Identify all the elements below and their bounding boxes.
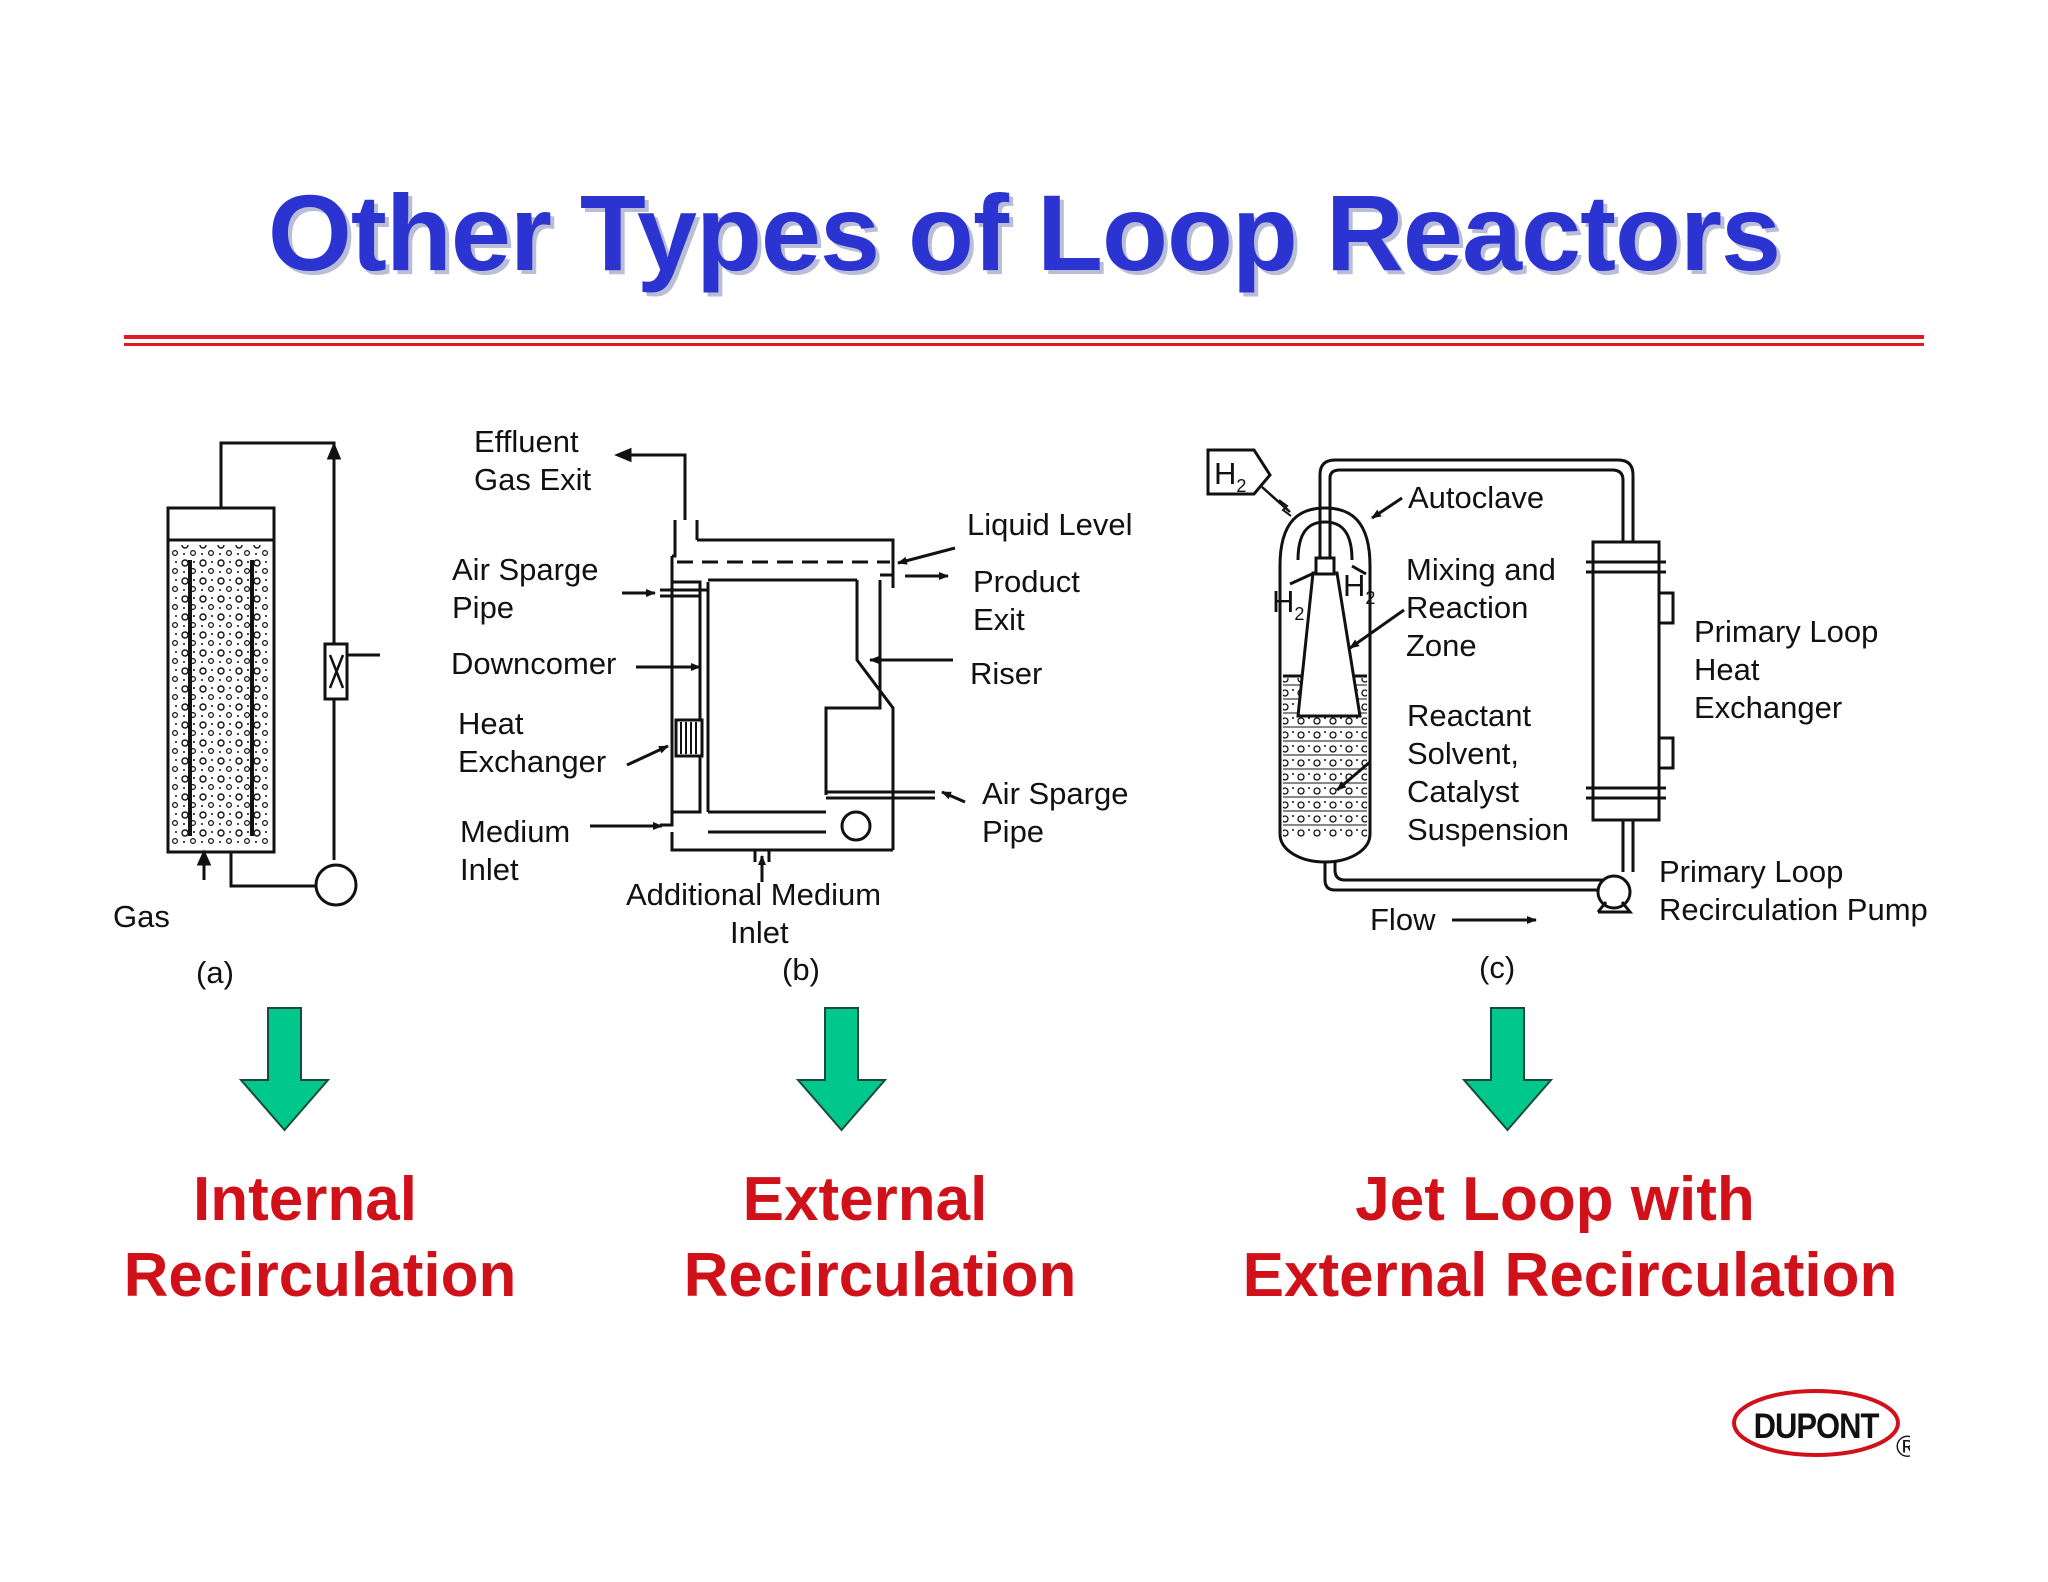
dupont-logo: DUPONT ® — [1732, 1389, 1910, 1464]
diagram-b — [590, 447, 966, 882]
air-sparge-right-label-1: Air Sparge — [982, 776, 1128, 811]
dupont-logo-text: DUPONT — [1754, 1407, 1880, 1446]
autoclave-label: Autoclave — [1408, 480, 1544, 515]
jet-nozzle — [1314, 556, 1336, 576]
downcomer-tube — [670, 580, 702, 814]
primary-loop-pump — [1596, 874, 1632, 910]
effluent-label-1: Effluent — [474, 424, 579, 459]
heat-exchanger-c-label-3: Exchanger — [1694, 690, 1842, 725]
h2-tag-h: H — [1214, 456, 1236, 491]
mixing-zone-label-3: Zone — [1406, 628, 1477, 663]
reactant-label-2: Solvent, — [1407, 736, 1519, 771]
riser-label: Riser — [970, 656, 1042, 691]
diagram-a-label: (a) — [196, 955, 234, 990]
reactant-label-3: Catalyst — [1407, 774, 1519, 809]
mixing-zone-label-2: Reaction — [1406, 590, 1528, 625]
caption-jet-loop-line2: External Recirculation — [1242, 1241, 1898, 1310]
dupont-registered-mark: ® — [1896, 1429, 1910, 1464]
pump-label-2: Recirculation Pump — [1659, 892, 1928, 927]
heat-exchanger-c-label-2: Heat — [1694, 652, 1760, 687]
heat-exchanger-c-label-1: Primary Loop — [1694, 614, 1878, 649]
air-sparge-right-label-2: Pipe — [982, 814, 1044, 849]
h2-tag-text: H2 — [1214, 456, 1246, 496]
h2-feed-tag — [1206, 448, 1272, 496]
caption-internal-line1: Internal — [193, 1165, 417, 1234]
product-exit-label-2: Exit — [973, 602, 1025, 637]
diagram-a — [166, 441, 380, 907]
caption-jet-loop-line1: Jet Loop with — [1355, 1165, 1755, 1234]
h2-tag-sub: 2 — [1236, 476, 1246, 496]
diagram-b-label: (b) — [782, 952, 820, 987]
gas-label: Gas — [113, 899, 170, 934]
product-exit-label-1: Product — [973, 564, 1080, 599]
h2-right-sub: 2 — [1365, 588, 1375, 608]
caption-external-line1: External — [742, 1165, 988, 1234]
down-arrow-a — [238, 1007, 331, 1132]
pump-label-1: Primary Loop — [1659, 854, 1843, 889]
autoclave-vessel — [1278, 506, 1372, 864]
title-divider-top — [124, 335, 1924, 339]
title-divider-bottom — [124, 343, 1924, 346]
additional-medium-label-1: Additional Medium — [626, 877, 881, 912]
h2-left-h: H — [1272, 584, 1294, 619]
caption-external: External Recirculation — [680, 1162, 1080, 1314]
liquid-level-label: Liquid Level — [967, 507, 1132, 542]
primary-loop-heat-exchanger — [1591, 540, 1661, 822]
reactant-label-4: Suspension — [1407, 812, 1569, 847]
effluent-label-2: Gas Exit — [474, 462, 592, 497]
slide-title: Other Types of Loop Reactors — [267, 172, 1781, 293]
caption-jet-loop: Jet Loop with External Recirculation — [1230, 1162, 1910, 1314]
h2-right-text: H2 — [1343, 568, 1375, 608]
h2-right-h: H — [1343, 568, 1365, 603]
mixing-zone-label-1: Mixing and — [1406, 552, 1556, 587]
additional-medium-label-2: Inlet — [730, 915, 789, 950]
reactant-label-1: Reactant — [1407, 698, 1531, 733]
downcomer-label: Downcomer — [451, 646, 616, 681]
diagram-c-label: (c) — [1479, 950, 1515, 985]
caption-internal-line2: Recirculation — [123, 1241, 517, 1310]
down-arrow-b — [795, 1007, 888, 1132]
diagram-c — [1206, 448, 1675, 924]
h2-left-text: H2 — [1272, 584, 1304, 624]
air-sparge-label-1: Air Sparge — [452, 552, 598, 587]
heat-exchanger-b — [674, 718, 704, 758]
heat-exchanger-label-1: Heat — [458, 706, 524, 741]
caption-internal: Internal Recirculation — [120, 1162, 520, 1314]
heat-exchanger-label-2: Exchanger — [458, 744, 606, 779]
air-sparge-label-2: Pipe — [452, 590, 514, 625]
down-arrow-c — [1461, 1007, 1554, 1132]
caption-external-line2: Recirculation — [683, 1241, 1077, 1310]
medium-inlet-label-2: Inlet — [460, 852, 519, 887]
flow-label: Flow — [1370, 902, 1436, 937]
pump-a — [314, 863, 358, 907]
h2-left-sub: 2 — [1294, 604, 1304, 624]
medium-inlet-label-1: Medium — [460, 814, 570, 849]
